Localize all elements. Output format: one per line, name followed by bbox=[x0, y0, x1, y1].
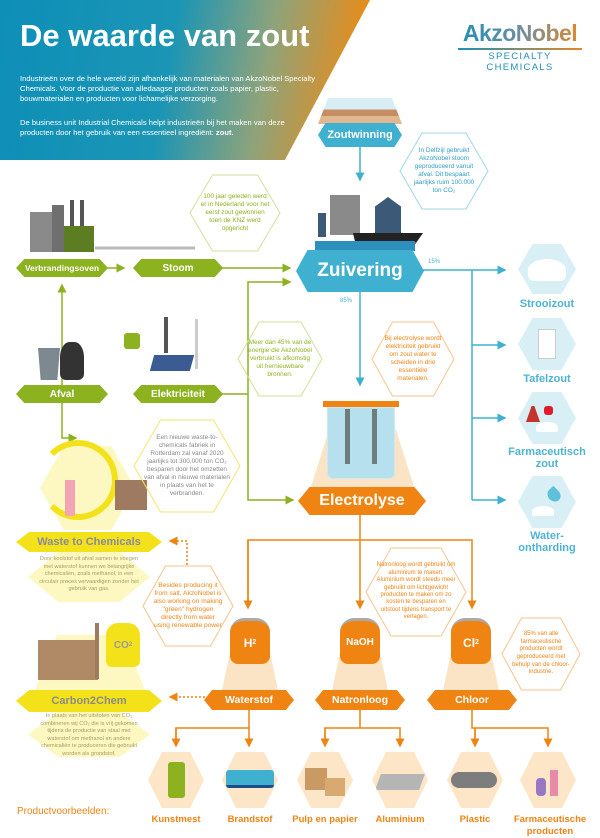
electricity-icon bbox=[120, 305, 220, 377]
salt-product-tafelzout: Tafelzout bbox=[523, 373, 571, 385]
fact-text: Natronloog wordt gebruikt om aluminium t… bbox=[376, 562, 456, 621]
fact-farma: 85% van alle farmaceutische producten wo… bbox=[502, 618, 580, 690]
aluminium-rolls-icon bbox=[372, 752, 428, 808]
fact-text: 100 jaar geleden werd er in Nederland vo… bbox=[200, 193, 270, 232]
page-title: De waarde van zout bbox=[20, 18, 310, 53]
logo-name: AkzoNobel bbox=[458, 20, 582, 47]
fact-text: In Delfzijl gebruikt AkzoNobel stoom gep… bbox=[413, 147, 475, 194]
product-pulp-en-papier: Pulp en papier bbox=[292, 814, 358, 825]
step-natronloog[interactable]: Natronloog bbox=[315, 690, 405, 710]
salt-mine-icon bbox=[318, 98, 402, 124]
waste-to-chemicals-icon bbox=[20, 430, 147, 530]
logo-divider bbox=[458, 48, 582, 50]
fact-text: 85% van alle farmaceutische producten wo… bbox=[512, 631, 570, 676]
fact-green-hydrogen: Besides producing it from salt, AkzoNobe… bbox=[143, 566, 233, 646]
product-plastic: Plastic bbox=[459, 814, 491, 825]
intro-text: De business unit Industrial Chemicals he… bbox=[20, 118, 285, 137]
step-elektriciteit[interactable]: Elektriciteit bbox=[133, 385, 223, 403]
salt-product-strooizout: Strooizout bbox=[519, 298, 575, 310]
product-farmaceutische-producten: Farmaceutische producten bbox=[513, 814, 587, 837]
product-kunstmest: Kunstmest bbox=[151, 814, 201, 825]
step-zuivering[interactable]: Zuivering bbox=[296, 250, 424, 292]
fact-rotterdam: Een nieuwe waste-to-chemicals fabriek in… bbox=[134, 420, 240, 512]
fact-delfzijl: In Delfzijl gebruikt AkzoNobel stoom gep… bbox=[400, 133, 488, 209]
purification-plant-icon bbox=[315, 185, 423, 251]
product-aluminium: Aluminium bbox=[375, 814, 425, 825]
fact-text: Bij electrolyse wordt elektriciteit gebr… bbox=[384, 335, 442, 382]
percent-15: 15% bbox=[428, 259, 441, 265]
step-stoom[interactable]: Stoom bbox=[133, 259, 223, 277]
intro-bold: zout. bbox=[215, 128, 234, 137]
step-waste-to-chemicals[interactable]: Waste to Chemicals bbox=[16, 532, 162, 552]
h2-label: H bbox=[243, 635, 253, 650]
fact-natronloog: Natronloog wordt gebruikt om aluminium t… bbox=[366, 548, 466, 636]
h2-sub: 2 bbox=[252, 639, 257, 646]
salt-product-waterontharding: Water-ontharding bbox=[518, 530, 576, 554]
fact-energie: Meer dan 45% van de energie die AkzoNobe… bbox=[238, 322, 322, 396]
cl2-label: Cl bbox=[463, 635, 476, 650]
co2-sub: 2 bbox=[128, 642, 133, 648]
fact-text: Meer dan 45% van de energie die AkzoNobe… bbox=[248, 339, 312, 378]
step-carbon2chem[interactable]: Carbon2Chem bbox=[16, 690, 162, 712]
step-afval[interactable]: Afval bbox=[16, 385, 108, 403]
road-salt-icon bbox=[518, 244, 576, 294]
waste-bins-icon bbox=[38, 340, 88, 382]
fact-electrolyse: Bij electrolyse wordt elektriciteit gebr… bbox=[372, 322, 454, 396]
co2-label: CO bbox=[113, 639, 129, 651]
step-verbrandingsoven[interactable]: Verbrandingsoven bbox=[16, 259, 108, 277]
water-drops-icon bbox=[518, 476, 576, 528]
table-salt-icon bbox=[518, 318, 576, 370]
step-waterstof[interactable]: Waterstof bbox=[204, 690, 294, 710]
logo-subtitle: SPECIALTY CHEMICALS bbox=[486, 51, 554, 73]
step-electrolyse[interactable]: Electrolyse bbox=[298, 487, 426, 515]
fact-text: Besides producing it from salt, AkzoNobe… bbox=[153, 582, 223, 629]
product-brandstof: Brandstof bbox=[227, 814, 273, 825]
electrolysis-cell-icon bbox=[305, 395, 420, 490]
intro-paragraph-2: De business unit Industrial Chemicals he… bbox=[20, 118, 320, 138]
salt-product-farmaceutisch: Farmaceutisch zout bbox=[508, 446, 586, 470]
pipes-icon bbox=[447, 752, 503, 808]
waste-to-chemicals-text: Door koolstof uit afval samen te voegen … bbox=[39, 556, 139, 593]
step-chloor[interactable]: Chloor bbox=[427, 690, 517, 710]
cl2-sub: 2 bbox=[475, 639, 479, 646]
boxes-icon bbox=[297, 752, 353, 808]
akzonobel-logo: AkzoNobel SPECIALTY CHEMICALS bbox=[458, 20, 582, 73]
step-zoutwinning[interactable]: Zoutwinning bbox=[318, 123, 402, 147]
pharma-salt-icon bbox=[518, 392, 576, 444]
carbon2chem-text: In plaats van het uitstoten van CO₂ comb… bbox=[40, 713, 138, 757]
fact-100-jaar: 100 jaar geleden werd er in Nederland vo… bbox=[190, 175, 280, 251]
products-heading: Productvoorbeelden: bbox=[17, 806, 110, 817]
tank-naoh-icon: NaOH bbox=[332, 616, 388, 690]
intro-paragraph-1: Industrieën over de hele wereld zijn afh… bbox=[20, 74, 316, 103]
incinerator-icon bbox=[30, 200, 100, 252]
naoh-label: NaOH bbox=[346, 637, 374, 648]
fact-text: Een nieuwe waste-to-chemicals fabriek in… bbox=[144, 434, 230, 497]
percent-85: 85% bbox=[340, 298, 353, 304]
